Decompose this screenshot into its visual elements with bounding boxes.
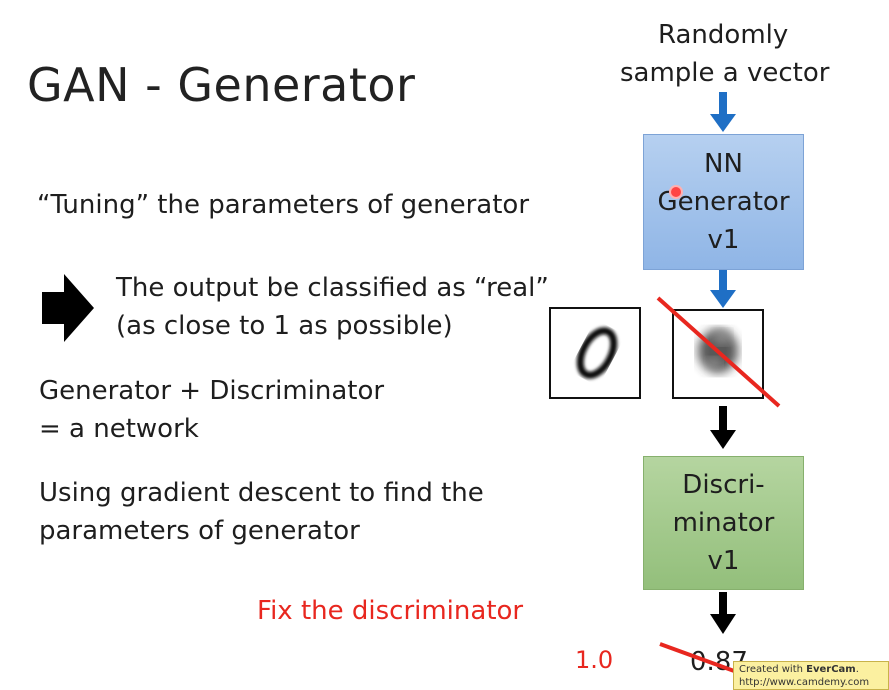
evercam-watermark[interactable]: Created with EverCam. http://www.camdemy… [733,661,889,690]
generator-label-version: v1 [707,225,740,255]
pointer-cursor [671,187,681,197]
discriminator-box: Discri- minator v1 [643,456,804,590]
discriminator-label-part1: Discri- [682,470,765,500]
red-cross-mark [656,296,781,408]
network-text-line1: Generator + Discriminator [39,376,385,406]
generator-box: NN Generator v1 [643,134,804,270]
watermark-url[interactable]: http://www.camdemy.com [739,677,870,688]
real-digit-image [549,307,641,399]
right-arrow-icon [42,274,94,342]
output-real-text: The output be classified as “real” [116,273,549,303]
black-down-arrow-icon [710,406,736,449]
gradient-text-line1: Using gradient descent to find the [39,478,484,508]
target-value: 1.0 [575,646,614,674]
slide-title: GAN - Generator [27,58,416,112]
tuning-text: “Tuning” the parameters of generator [37,190,530,220]
watermark-brand: EverCam [806,664,856,675]
fix-discriminator-text: Fix the discriminator [257,596,524,626]
sample-text-line2: sample a vector [620,58,830,88]
discriminator-label-version: v1 [707,546,740,576]
blue-down-arrow-icon [710,92,736,132]
gradient-text-line2: parameters of generator [39,516,360,546]
generator-label-nn: NN [704,149,743,179]
discriminator-label-part2: minator [672,508,775,538]
output-close-text: (as close to 1 as possible) [116,311,453,341]
network-text-line2: = a network [39,414,199,444]
sample-text-line1: Randomly [658,20,789,50]
blue-down-arrow-icon [710,270,736,308]
watermark-prefix: Created with [739,664,807,675]
black-down-arrow-icon [710,592,736,634]
watermark-suffix: . [855,664,859,675]
